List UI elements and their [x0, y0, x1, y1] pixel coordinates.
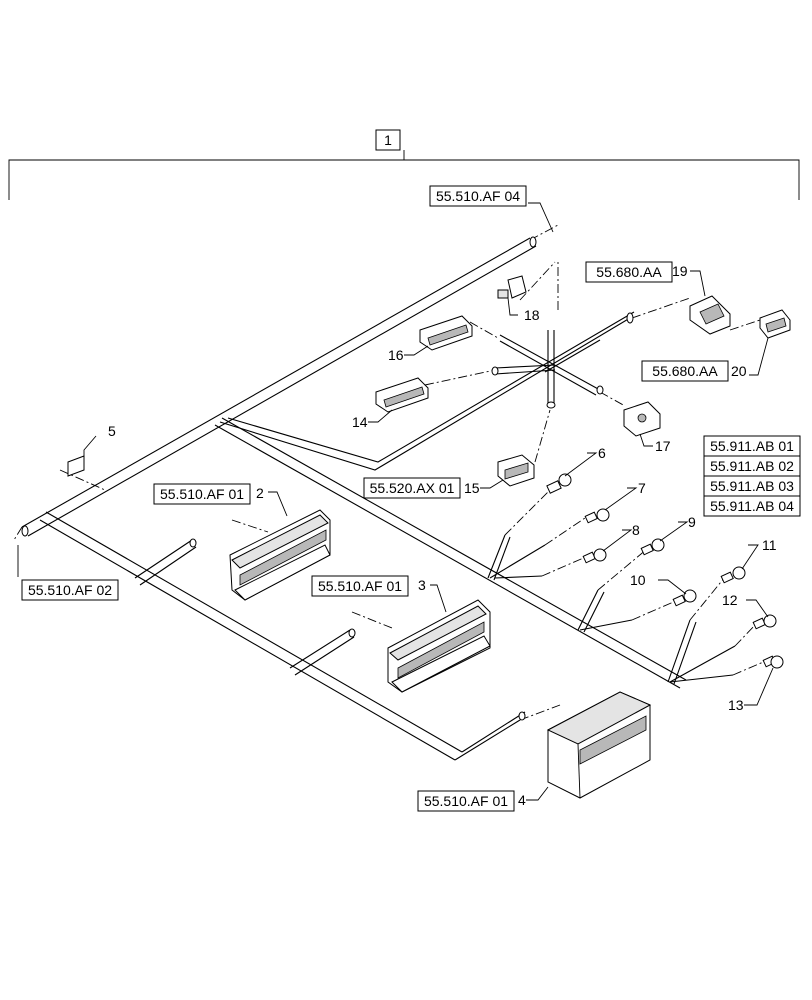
ring-terminal-7: [584, 508, 610, 524]
reference-55-911-stack: 55.911.AB 01 55.911.AB 02 55.911.AB 03 5…: [703, 435, 801, 517]
reference-text: 55.680.AA: [596, 264, 662, 280]
callout-8: 8: [632, 522, 640, 538]
callout-4: 4: [518, 792, 526, 808]
ring-terminal-11: [720, 566, 746, 584]
callout-5: 5: [108, 423, 116, 439]
ring-terminal-6: [546, 473, 572, 494]
reference-text: 55.911.AB 02: [710, 458, 794, 474]
connector-16: [419, 315, 473, 351]
callout-leaders: [17, 202, 774, 801]
connector-18: [497, 275, 527, 299]
connector-17: [623, 401, 661, 437]
reference-text: 55.510.AF 01: [160, 486, 244, 502]
connector-15: [497, 454, 535, 487]
reference-55-680-aa-a: 55.680.AA: [585, 261, 673, 283]
callout-14: 14: [352, 414, 368, 430]
ring-terminals: [546, 473, 784, 669]
reference-55-680-aa-b: 55.680.AA: [641, 360, 729, 382]
reference-text: 55.510.AF 02: [28, 582, 112, 598]
connector-2: [229, 509, 331, 601]
assembly-bracket: 1: [8, 129, 800, 200]
callout-17: 17: [655, 438, 671, 454]
reference-text: 55.911.AB 04: [710, 498, 794, 514]
reference-text: 55.510.AF 01: [318, 578, 402, 594]
reference-55-510-af02: 55.510.AF 02: [21, 579, 119, 601]
callout-19: 19: [672, 263, 688, 279]
reference-text: 55.520.AX 01: [370, 480, 455, 496]
ring-terminal-9: [640, 538, 665, 556]
connector-14: [375, 377, 429, 413]
callout-9: 9: [688, 514, 696, 530]
callout-1: 1: [384, 132, 392, 148]
reference-55-510-af01-4: 55.510.AF 01: [417, 790, 515, 812]
ring-terminal-12: [752, 614, 777, 630]
ring-terminal-10: [672, 589, 697, 607]
callout-13: 13: [728, 697, 744, 713]
callout-3: 3: [418, 577, 426, 593]
callout-18: 18: [524, 307, 540, 323]
plug-5: [67, 455, 85, 477]
callout-6: 6: [598, 445, 606, 461]
connector-3: [387, 599, 491, 693]
callout-numbers: 2 3 4 5 6 7 8 9 10 11 12 13 14 15 16 17 …: [108, 263, 777, 808]
reference-55-510-af01-2: 55.510.AF 01: [153, 483, 251, 505]
wire-end-caps: [21, 236, 634, 721]
reference-text: 55.680.AA: [652, 363, 718, 379]
connector-4: [546, 691, 652, 799]
leader-dash-lines: [13, 224, 769, 721]
reference-55-510-af01-3: 55.510.AF 01: [311, 575, 409, 597]
reference-55-520-ax01: 55.520.AX 01: [363, 477, 461, 499]
callout-12: 12: [722, 592, 738, 608]
reference-text: 55.510.AF 01: [424, 793, 508, 809]
callout-2: 2: [256, 485, 264, 501]
callout-11: 11: [762, 537, 777, 553]
callout-16: 16: [388, 347, 404, 363]
harness-wires: [21, 237, 736, 761]
connector-19: [689, 295, 731, 335]
connector-20: [759, 309, 791, 339]
reference-text: 55.510.AF 04: [436, 188, 520, 204]
reference-text: 55.911.AB 01: [710, 438, 794, 454]
reference-55-510-af04: 55.510.AF 04: [429, 185, 527, 207]
callout-10: 10: [630, 572, 646, 588]
ring-terminal-8: [582, 548, 607, 564]
reference-text: 55.911.AB 03: [710, 478, 794, 494]
callout-15: 15: [464, 480, 480, 496]
ring-terminal-13: [762, 655, 784, 669]
callout-7: 7: [638, 480, 646, 496]
callout-20: 20: [731, 363, 747, 379]
